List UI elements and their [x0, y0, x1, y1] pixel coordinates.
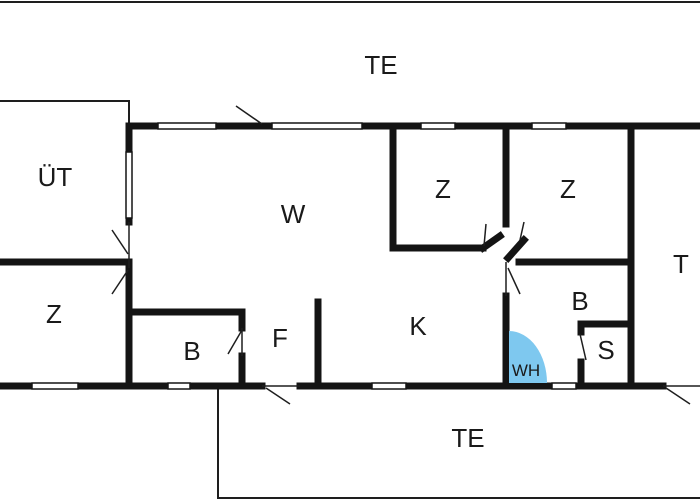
window-bottom-3 — [371, 382, 407, 390]
door-bottom-entrance — [265, 387, 291, 405]
window-top-4 — [531, 122, 567, 130]
bottom-terrace-outline — [217, 386, 700, 499]
windows — [31, 122, 577, 390]
walls — [0, 122, 700, 390]
label-bathroom-2: B — [571, 286, 588, 316]
label-utility: ÜT — [38, 162, 73, 192]
label-terrace-right: T — [673, 249, 689, 279]
door-bed3 — [519, 221, 525, 241]
label-shower: S — [597, 335, 614, 365]
window-bottom-1 — [31, 382, 79, 390]
window-bottom-4 — [551, 382, 577, 390]
window-top-1 — [157, 122, 217, 130]
window-left-1 — [125, 151, 133, 219]
window-top-2 — [271, 122, 363, 130]
door-bath1 — [227, 329, 243, 355]
label-bedroom-3: Z — [560, 174, 576, 204]
window-top-3 — [420, 122, 456, 130]
label-bathroom-1: B — [183, 336, 200, 366]
door-bed2 — [483, 223, 487, 247]
label-bedroom-2: Z — [435, 174, 451, 204]
label-water-heater: WH — [512, 361, 540, 380]
label-terrace-bottom: TE — [451, 423, 484, 453]
label-terrace-top: TE — [364, 50, 397, 80]
utility-outline — [0, 100, 130, 126]
water-heater-shape — [509, 331, 547, 383]
door-top-entrance — [235, 105, 263, 125]
wall-diagonal-door — [503, 235, 529, 263]
door-utility — [111, 229, 129, 255]
label-kitchen: K — [409, 311, 427, 341]
door-bath2 — [507, 267, 521, 295]
window-bottom-2 — [167, 382, 191, 390]
label-living: W — [281, 199, 306, 229]
door-shower — [579, 333, 587, 361]
doors — [111, 105, 700, 405]
label-hall: F — [272, 323, 288, 353]
label-bedroom-1: Z — [46, 299, 62, 329]
wall-bed2-stub — [478, 231, 505, 253]
door-left-bedroom — [111, 269, 129, 295]
door-right-terrace — [665, 387, 691, 405]
